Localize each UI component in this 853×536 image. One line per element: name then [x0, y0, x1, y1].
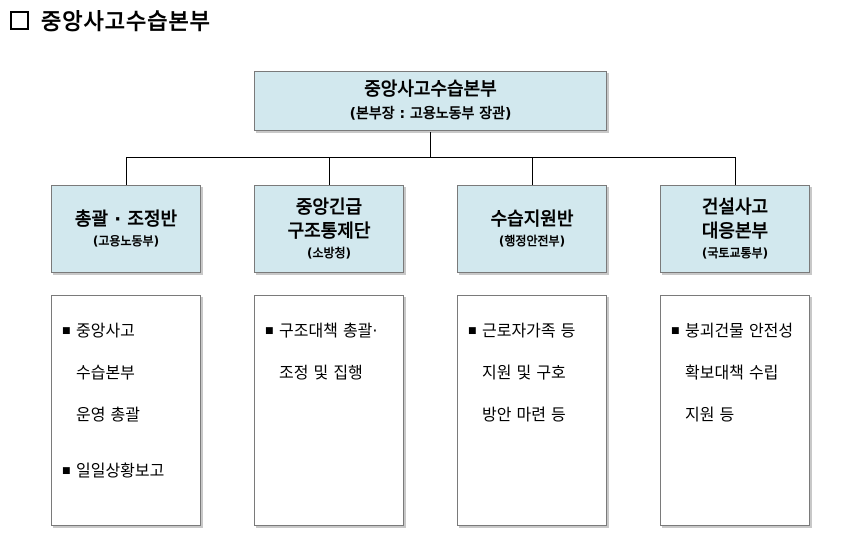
unit-name: 총괄 · 조정반	[74, 209, 178, 230]
duty-line: 근로자가족 등	[482, 321, 576, 340]
duty-line: 지원 등	[685, 405, 735, 424]
duty-line: 수습본부	[76, 363, 135, 382]
page-heading: 중앙사고수습본부	[10, 4, 211, 36]
duty-line: 지원 및 구호	[482, 363, 566, 382]
unit-agency: (고용노동부)	[92, 234, 160, 248]
connector-branch-1	[126, 157, 127, 185]
unit-name: 수습지원반	[490, 209, 574, 230]
root-node-chief: (본부장 : 고용노동부 장관)	[349, 106, 512, 122]
unit-node-emergency-rescue: 중앙긴급 구조통제단 (소방청)	[254, 185, 404, 273]
square-bullet-icon: ■	[468, 326, 477, 336]
duty-line: 중앙사고	[76, 321, 135, 340]
duty-item: ■ 붕괴건물 안전성 확보대책 수립 지원 등	[671, 310, 799, 436]
duty-line: 조정 및 집행	[279, 363, 363, 382]
root-node-name: 중앙사고수습본부	[364, 79, 497, 100]
duty-line: 운영 총괄	[76, 405, 140, 424]
duty-line: 붕괴건물 안전성	[685, 321, 794, 340]
page-title: 중앙사고수습본부	[41, 10, 211, 35]
square-bullet-icon: ■	[62, 326, 71, 336]
duty-item: ■ 일일상황보고	[62, 450, 190, 492]
unit-node-recovery-support: 수습지원반 (행정안전부)	[457, 185, 607, 273]
duty-box-recovery-support: ■ 근로자가족 등 지원 및 구호 방안 마련 등	[457, 295, 607, 526]
unit-agency: (소방청)	[306, 246, 352, 260]
duty-item: ■ 근로자가족 등 지원 및 구호 방안 마련 등	[468, 310, 596, 436]
duty-box-emergency-rescue: ■ 구조대책 총괄· 조정 및 집행	[254, 295, 404, 526]
connector-bus	[126, 157, 736, 158]
duty-line: 일일상황보고	[76, 461, 165, 480]
connector-trunk	[430, 132, 431, 157]
duty-item: ■ 구조대책 총괄· 조정 및 집행	[265, 310, 393, 394]
duty-item: ■ 중앙사고 수습본부 운영 총괄	[62, 310, 190, 436]
duty-box-general-coordination: ■ 중앙사고 수습본부 운영 총괄 ■ 일일상황보고	[51, 295, 201, 526]
unit-name: 건설사고 대응본부	[701, 197, 769, 242]
square-bullet-icon: ■	[671, 326, 680, 336]
duty-line: 확보대책 수립	[685, 363, 779, 382]
root-node: 중앙사고수습본부 (본부장 : 고용노동부 장관)	[254, 71, 607, 131]
duty-line: 구조대책 총괄·	[279, 321, 378, 340]
checkbox-square-icon	[10, 10, 29, 30]
connector-branch-4	[735, 157, 736, 185]
unit-node-construction-response: 건설사고 대응본부 (국토교통부)	[660, 185, 810, 273]
unit-node-general-coordination: 총괄 · 조정반 (고용노동부)	[51, 185, 201, 273]
unit-agency: (국토교통부)	[701, 246, 769, 260]
connector-branch-2	[329, 157, 330, 185]
square-bullet-icon: ■	[62, 466, 71, 476]
duty-line: 방안 마련 등	[482, 405, 566, 424]
duty-box-construction-response: ■ 붕괴건물 안전성 확보대책 수립 지원 등	[660, 295, 810, 526]
connector-branch-3	[532, 157, 533, 185]
unit-agency: (행정안전부)	[498, 234, 566, 248]
square-bullet-icon: ■	[265, 326, 274, 336]
unit-name: 중앙긴급 구조통제단	[287, 197, 371, 242]
